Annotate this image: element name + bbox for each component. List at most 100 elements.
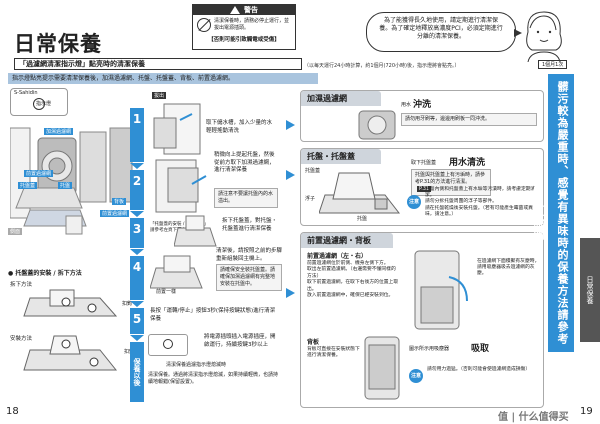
step-3-chevron-icon xyxy=(130,249,144,255)
tray-panel: 托盤・托盤蓋 托盤蓋 浮子 托盤 取下托盤蓋 用水清洗 托盤與托盤蓋上有污垢時，… xyxy=(300,148,544,226)
install-method-label: 安裝方法 xyxy=(10,336,33,342)
tray-note-item: 托盤內側和托盤蓋上有水垢等污漬時，請考慮定期清潔。 xyxy=(425,187,536,199)
section-note: （以每天運行24小時計算，約1個月(720小時)後，指示燈將會點亮。） xyxy=(304,63,460,69)
pointer-arrow-3-icon xyxy=(286,288,295,298)
front-bullet-item: 取下前置過濾網，在取下右後方的位置上取出。 xyxy=(307,280,399,292)
step-4-aside: 前置一樣 xyxy=(156,289,177,295)
humidify-label: 前置過濾網 xyxy=(24,170,54,177)
step-3-text: 拆下托盤蓋，對托盤・托盤蓋進行清潔保養 xyxy=(222,218,278,232)
front-bullets: 前置過濾網位於前側、機身左側下方。 取出左前置過濾網。（右邊需要不懂同樣的方法）… xyxy=(307,261,399,299)
step-3-number: 3 xyxy=(130,218,144,248)
page-number-left: 18 xyxy=(6,406,19,417)
front-right-note: 在過濾網下面積聚有灰塵時，請用吸塵器吸去過濾網的灰塵。 xyxy=(477,259,540,277)
step-after-aside: 將電源插頭插入電源插座，開啟運行，持續按鍵3秒以上 xyxy=(204,334,276,348)
hook-label-bottom: 扣鉤 xyxy=(124,349,135,355)
humidify-method-pre: 用水 xyxy=(401,102,412,108)
exploded-view-illustration xyxy=(10,127,133,235)
step-4-note: 請確保安全裝托盤蓋。請確保加濕過濾網有完整地安裝在托盤中。 xyxy=(216,264,282,291)
step-3-aside: 「托盤蓋的安裝 / 拆下方法」請參考左頁下面方法 xyxy=(150,222,207,233)
banner-page-ref: 22 xyxy=(531,185,545,205)
install-method-illustration xyxy=(23,335,118,371)
back-panel-label: 背板 xyxy=(112,198,127,205)
step-1-number: 1 xyxy=(130,108,144,162)
step-2-text: 稍微向上提起托盤，然後從前方取下加濕過濾網，進行清潔保養 xyxy=(214,152,275,173)
step-1-chevron-icon xyxy=(130,163,144,169)
warning-body: 清潔保養時，請務必停止運行，並拔出電源插頭。 xyxy=(193,15,295,35)
after-display-panel xyxy=(148,334,188,356)
humidify-filter-illustration xyxy=(358,110,396,140)
step-3-illustration xyxy=(174,215,217,247)
back-panel-title: 背板 xyxy=(307,339,320,346)
step-2-illustration xyxy=(155,159,207,213)
front-panel-title: 前置過濾網・背板 xyxy=(301,233,393,248)
back-panel-illustration xyxy=(364,336,400,400)
step-1-tag: 拔出 xyxy=(152,92,167,99)
display-brand-label: S-Sahidin xyxy=(14,90,38,96)
woman-illustration-icon xyxy=(526,11,562,62)
tray-attention-badge: 注意 xyxy=(407,195,421,209)
tray-cover-part-label: 托盤蓋 xyxy=(305,168,321,174)
indicator-lamp-icon xyxy=(33,98,45,110)
front-sub-title: 前置過濾網（左・右） xyxy=(307,253,368,260)
tray-notes-list: 托盤內側和托盤蓋上有水垢等污漬時，請考慮定期清潔。 請勿分拆托盤周圍的浮子等部件… xyxy=(425,187,541,218)
step-2-note: 請注意不要讓托盤內的水溢出。 xyxy=(214,188,278,208)
step-2-number: 2 xyxy=(130,170,144,210)
warning-triangle-icon xyxy=(230,6,240,14)
step-5-text: 長按「運轉/停止」按鈕3秒(保持按鍵狀態)進行清潔保養 xyxy=(150,308,276,322)
step-4-number: 4 xyxy=(130,256,144,300)
page-number-right: 19 xyxy=(580,406,593,417)
step-4-illustration xyxy=(150,255,203,289)
back-panel-note: 背板可直接在安裝狀態下進行清潔保養。 xyxy=(307,347,360,359)
hook-label-top: 扣鉤 xyxy=(122,301,133,307)
no-plug-icon xyxy=(197,18,211,32)
tray-note-box: 托盤與托盤蓋上有污垢時，請參考P.31的方法進行清潔。 P.31 xyxy=(411,169,491,196)
speech-bubble: 為了能獲得長久地使用，請定期進行清潔保養。為了確定地釋放高濃度PCI，必須定期進… xyxy=(366,12,522,52)
step-1-illustration xyxy=(153,103,201,155)
humidify-panel-title: 加濕過濾網 xyxy=(301,91,381,106)
warning-footer: 【否則可能引致觸電或受傷】 xyxy=(208,37,280,43)
front-attention-note: 請勿用力過猛。（否則可能會使過濾網造成損傷） xyxy=(427,367,531,372)
float-part-label: 浮子 xyxy=(305,196,316,202)
tray-label: 托盤 xyxy=(58,182,73,189)
front-attention-badge: 注意 xyxy=(409,369,423,383)
step-2-chevron-icon xyxy=(130,211,144,217)
after-indicator-lamp-icon xyxy=(163,339,173,349)
side-label: 側面 xyxy=(8,228,23,235)
tray-panel-title: 托盤・托盤蓋 xyxy=(301,149,381,164)
step-4-text: 清潔後，請按照之前的步驟重新組裝回主機上。 xyxy=(216,248,283,262)
humidify-note: 請勿用牙刷等，邊邊用刷板一同沖洗。 xyxy=(401,113,537,126)
install-method-title: ● 托盤蓋的安裝 / 拆下方法 xyxy=(8,270,82,277)
pointer-arrow-1-icon xyxy=(286,120,295,130)
intro-bar: 指示燈點亮提示需要清潔保養後，加濕過濾網、托盤、托盤蓋、背板、前置過濾網。 xyxy=(8,73,318,84)
severe-dirt-banner: 髒污較為嚴重時、感覺有異味時的保養方法請參考22頁說明 xyxy=(531,74,574,352)
front-bullet-item: 放入前置過濾網中，確保已經安裝到位。 xyxy=(307,293,394,299)
tray-illustration xyxy=(319,172,401,214)
step-5-chevron-icon xyxy=(130,335,144,341)
front-method-pre: 圖示所示用吸塵器 xyxy=(409,346,450,352)
pointer-arrow-2-icon xyxy=(286,170,295,180)
step-5-number: 5 xyxy=(130,308,144,334)
remove-method-label: 拆下方法 xyxy=(10,282,33,288)
display-sub-label: 指示燈 xyxy=(36,101,52,107)
step-4-chevron-icon xyxy=(130,301,144,307)
front-bullet-item: 取出左前置過濾網。（右邊需要不懂同樣的方法） xyxy=(307,267,396,279)
step-after-sub: 清潔保養過濾指示燈熄滅時 xyxy=(166,362,227,368)
side-chapter-tab: 日常保養 xyxy=(580,238,600,342)
front-filter-illustration xyxy=(414,250,468,330)
tray-page-ref: P.31 xyxy=(417,186,432,192)
front-filter-label: 前置過濾網 xyxy=(100,210,130,217)
front-method: 吸取 xyxy=(471,344,490,354)
page-title: 日常保養 xyxy=(14,32,102,56)
tray-part-label: 托盤 xyxy=(357,216,368,222)
humidify-method: 沖洗 xyxy=(413,100,432,110)
tray-cover-label: 托盤蓋 xyxy=(18,182,38,189)
remove-method-illustration xyxy=(23,289,118,317)
tray-note-item: 請勿分拆托盤周圍的浮子等部件。 xyxy=(425,199,497,205)
filter-label: 加濕過濾網 xyxy=(44,128,74,135)
frequency-tag: 1個月1次 xyxy=(538,60,568,69)
warning-header: 警告 xyxy=(193,5,295,15)
front-filter-panel: 前置過濾網・背板 前置過濾網（左・右） 前置過濾網位於前側、機身左側下方。 取出… xyxy=(300,232,544,408)
watermark: 值 | 什么值得买 xyxy=(498,412,569,423)
display-panel: S-Sahidin xyxy=(10,88,68,116)
front-bullet-item: 前置過濾網位於前側、機身左側下方。 xyxy=(307,261,389,266)
